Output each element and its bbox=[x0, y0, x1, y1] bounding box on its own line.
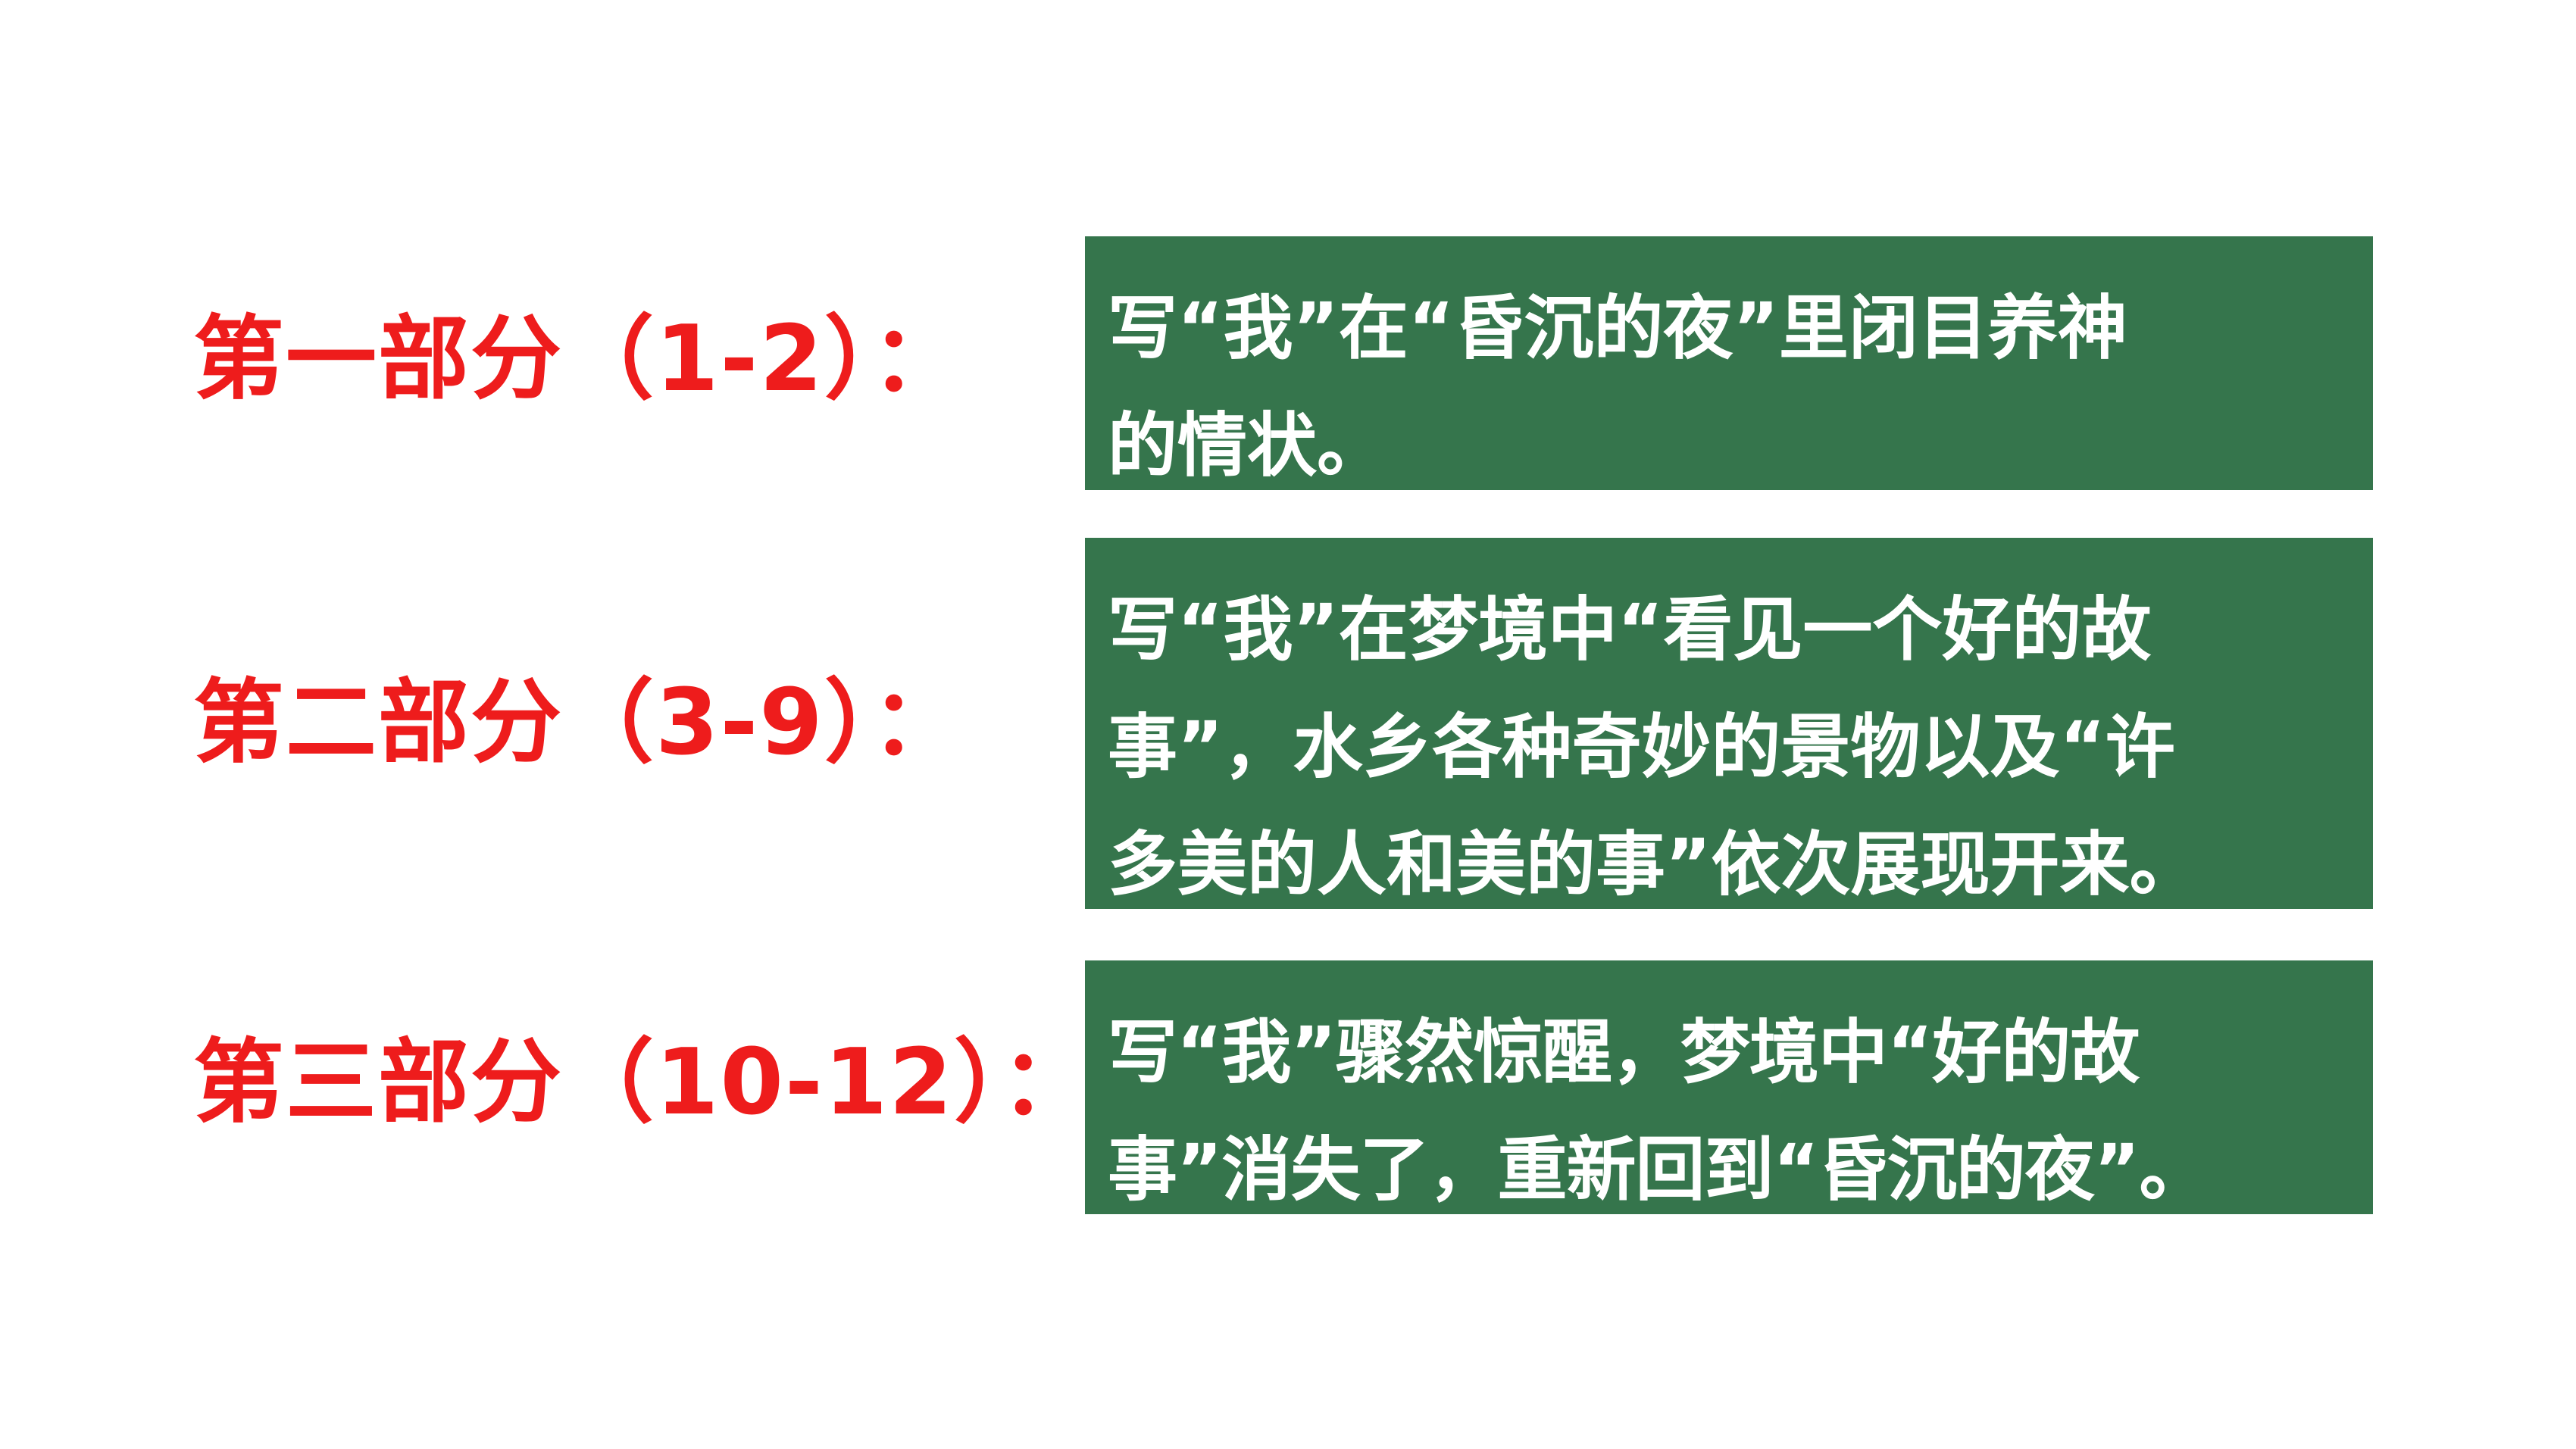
summary-line: 写“我”在梦境中“看见一个好的故 bbox=[1108, 589, 2152, 670]
section-label-part-2: 第二部分（3-9）： bbox=[193, 670, 964, 776]
summary-box-part-2: 写“我”在梦境中“看见一个好的故 事”，水乡各种奇妙的景物以及“许 多美的人和美… bbox=[1085, 538, 2373, 909]
summary-line: 的情状。 bbox=[1108, 405, 1387, 486]
summary-line: 事”，水乡各种奇妙的景物以及“许 bbox=[1108, 707, 2175, 788]
summary-line: 事”消失了，重新回到“昏沉的夜”。 bbox=[1108, 1129, 2209, 1210]
summary-box-part-3: 写“我”骤然惊醒，梦境中“好的故 事”消失了，重新回到“昏沉的夜”。 bbox=[1085, 960, 2373, 1214]
section-label-part-3: 第三部分（10-12）： bbox=[193, 1030, 1093, 1135]
section-label-part-1: 第一部分（1-2）： bbox=[193, 307, 964, 412]
summary-line: 写“我”在“昏沉的夜”里闭目养神 bbox=[1108, 288, 2127, 369]
summary-line: 写“我”骤然惊醒，梦境中“好的故 bbox=[1108, 1012, 2140, 1093]
summary-line: 多美的人和美的事”依次展现开来。 bbox=[1108, 824, 2199, 905]
summary-box-part-1: 写“我”在“昏沉的夜”里闭目养神 的情状。 bbox=[1085, 236, 2373, 490]
